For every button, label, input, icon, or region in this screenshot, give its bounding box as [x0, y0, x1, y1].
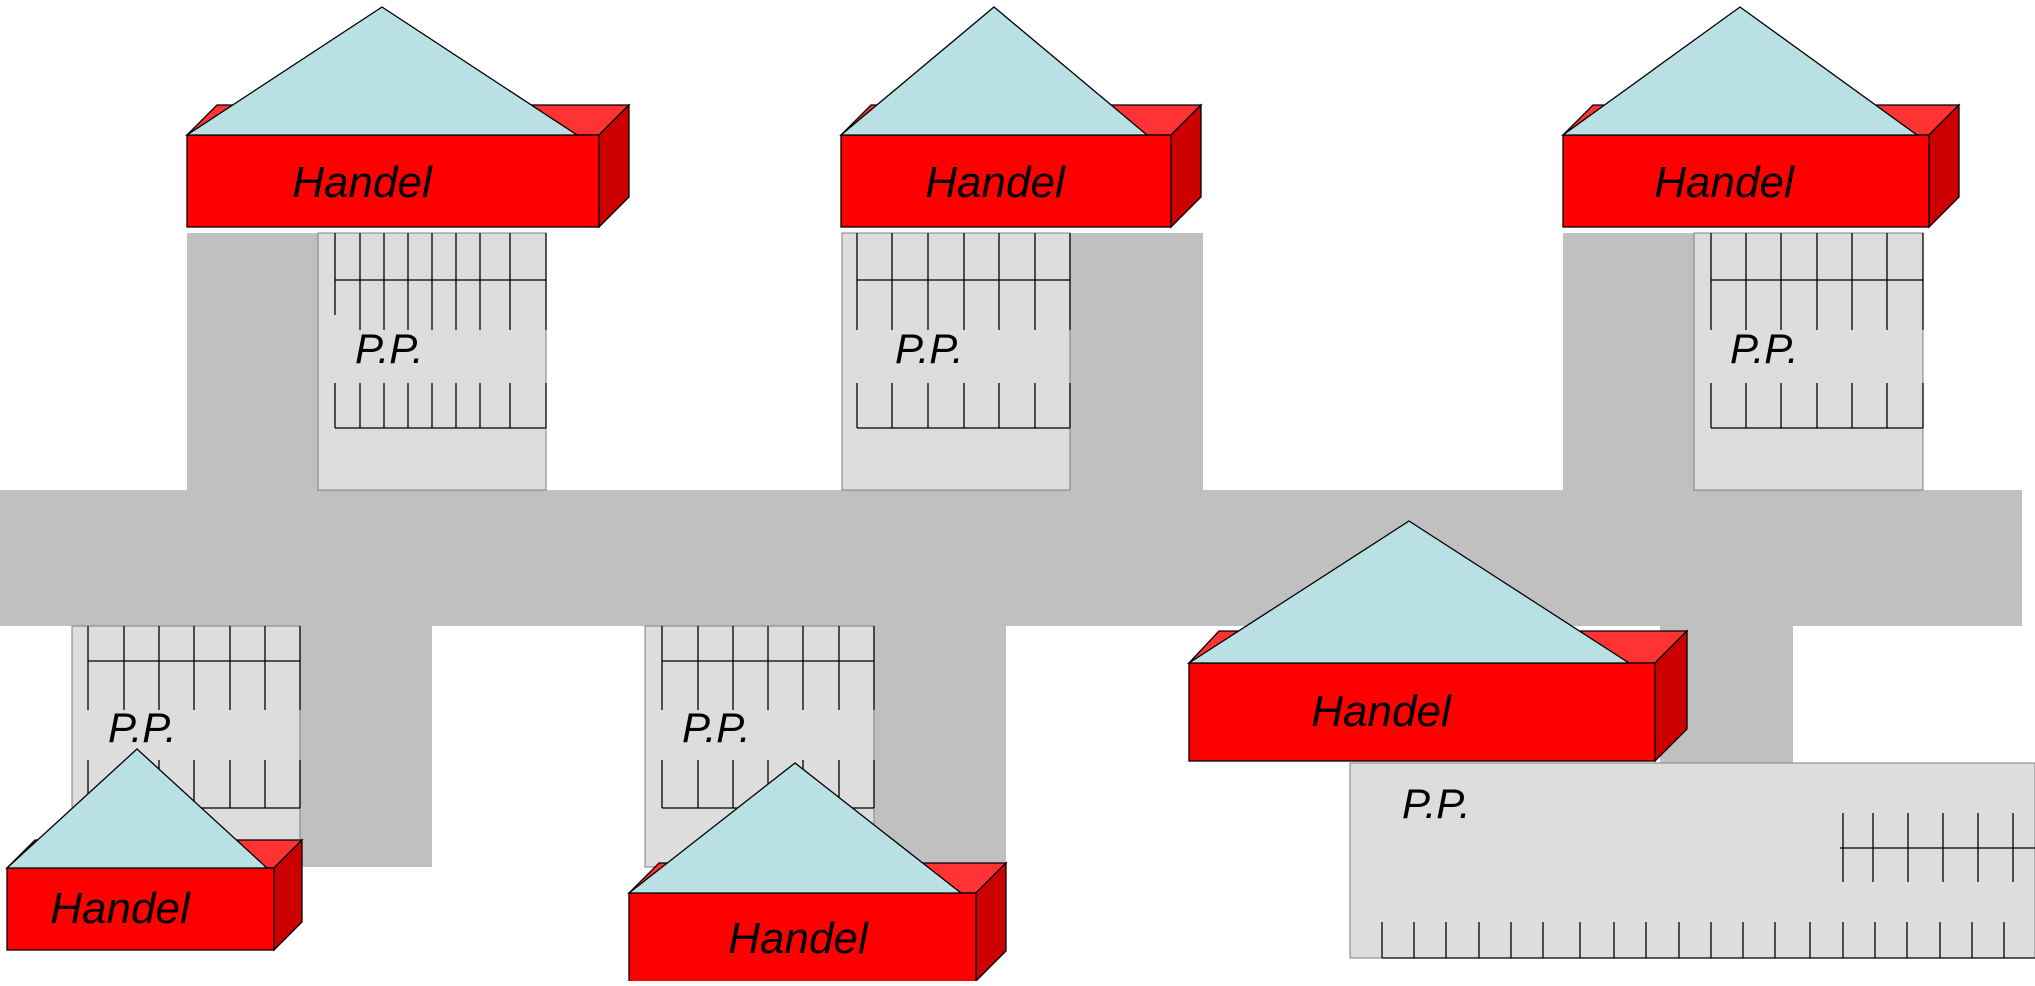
- roof: [839, 6, 1149, 136]
- access-road-2: [1070, 233, 1203, 491]
- shop-building: Handel: [627, 762, 1008, 984]
- shop-label: Handel: [728, 914, 869, 963]
- shop-building: Handel: [1560, 6, 1961, 229]
- roof: [627, 762, 963, 894]
- access-road-1: [187, 233, 320, 491]
- parking-lot: P.P.: [1349, 762, 2035, 959]
- shop-front: [6, 867, 275, 951]
- shop-front: [628, 892, 977, 984]
- shop-label: Handel: [50, 884, 191, 933]
- roof: [1560, 6, 1920, 136]
- shop-label: Handel: [1311, 687, 1452, 736]
- shop-front: [186, 134, 600, 228]
- parking-lot: P.P.: [1693, 232, 1924, 491]
- shop-front: [1562, 134, 1930, 228]
- parking-lot-label: P.P.: [108, 704, 177, 751]
- shop-building: Handel: [839, 6, 1203, 229]
- main-road: [0, 490, 2022, 626]
- shop-building: Handel: [184, 6, 631, 229]
- shop-label: Handel: [292, 158, 433, 207]
- parking-lot-label: P.P.: [1402, 780, 1471, 827]
- road-network: [0, 233, 2022, 867]
- shop-front: [1188, 662, 1656, 762]
- parking-lot-label: P.P.: [682, 704, 751, 751]
- parking-lot-label: P.P.: [1730, 325, 1799, 372]
- parking-lot: P.P.: [841, 232, 1071, 491]
- parking-lot: P.P.: [317, 232, 547, 491]
- access-road-5: [872, 625, 1006, 867]
- roof: [184, 6, 580, 136]
- roof: [1186, 520, 1632, 664]
- access-road-4: [298, 625, 432, 867]
- shop-label: Handel: [1654, 158, 1795, 207]
- shop-building: Handel: [1186, 520, 1689, 763]
- access-road-3: [1563, 233, 1696, 491]
- parking-lot-label: P.P.: [895, 325, 964, 372]
- parking-lot-label: P.P.: [355, 325, 424, 372]
- shop-label: Handel: [925, 158, 1066, 207]
- roof: [5, 748, 269, 869]
- shop-building: Handel: [5, 748, 304, 952]
- shop-front: [840, 134, 1172, 228]
